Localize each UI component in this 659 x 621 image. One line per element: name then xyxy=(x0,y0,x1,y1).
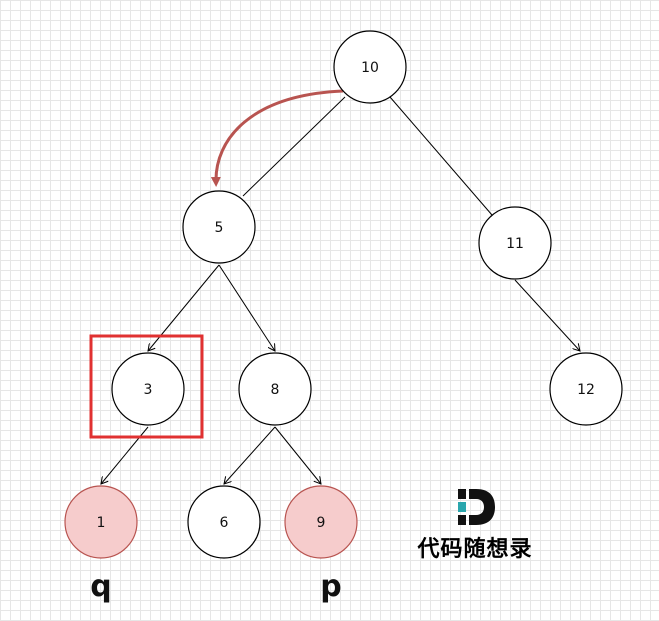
node-9: 9 xyxy=(284,485,358,559)
logo-d-icon xyxy=(458,489,495,525)
node-6: 6 xyxy=(187,485,261,559)
edge-8-9 xyxy=(274,426,321,484)
edge-5-8 xyxy=(218,264,275,351)
label-q: q xyxy=(90,569,111,604)
node-11: 11 xyxy=(478,206,552,280)
node-9-label: 9 xyxy=(317,515,326,531)
highlight-box xyxy=(89,334,204,439)
node-10-label: 10 xyxy=(361,60,379,76)
edge-10-5 xyxy=(242,96,346,197)
node-3-label: 3 xyxy=(144,382,153,398)
node-6-label: 6 xyxy=(220,515,229,531)
node-5: 5 xyxy=(182,190,256,264)
edge-11-12 xyxy=(514,279,580,351)
curved-arrow xyxy=(210,89,344,187)
edge-8-6 xyxy=(224,426,276,484)
node-11-label: 11 xyxy=(506,236,524,252)
node-12: 12 xyxy=(549,352,623,426)
logo-text: 代码随想录 xyxy=(416,536,532,562)
node-12-label: 12 xyxy=(577,382,595,398)
logo: 代码随想录 xyxy=(416,489,532,562)
node-5-label: 5 xyxy=(215,220,224,236)
label-p: p xyxy=(320,569,341,604)
edge-10-11 xyxy=(389,96,493,216)
node-1: 1 xyxy=(64,485,138,559)
node-1-label: 1 xyxy=(97,515,106,531)
node-3: 3 xyxy=(111,352,185,426)
node-10: 10 xyxy=(333,30,407,104)
node-8: 8 xyxy=(238,352,312,426)
edge-5-3 xyxy=(148,264,220,351)
node-8-label: 8 xyxy=(271,382,280,398)
